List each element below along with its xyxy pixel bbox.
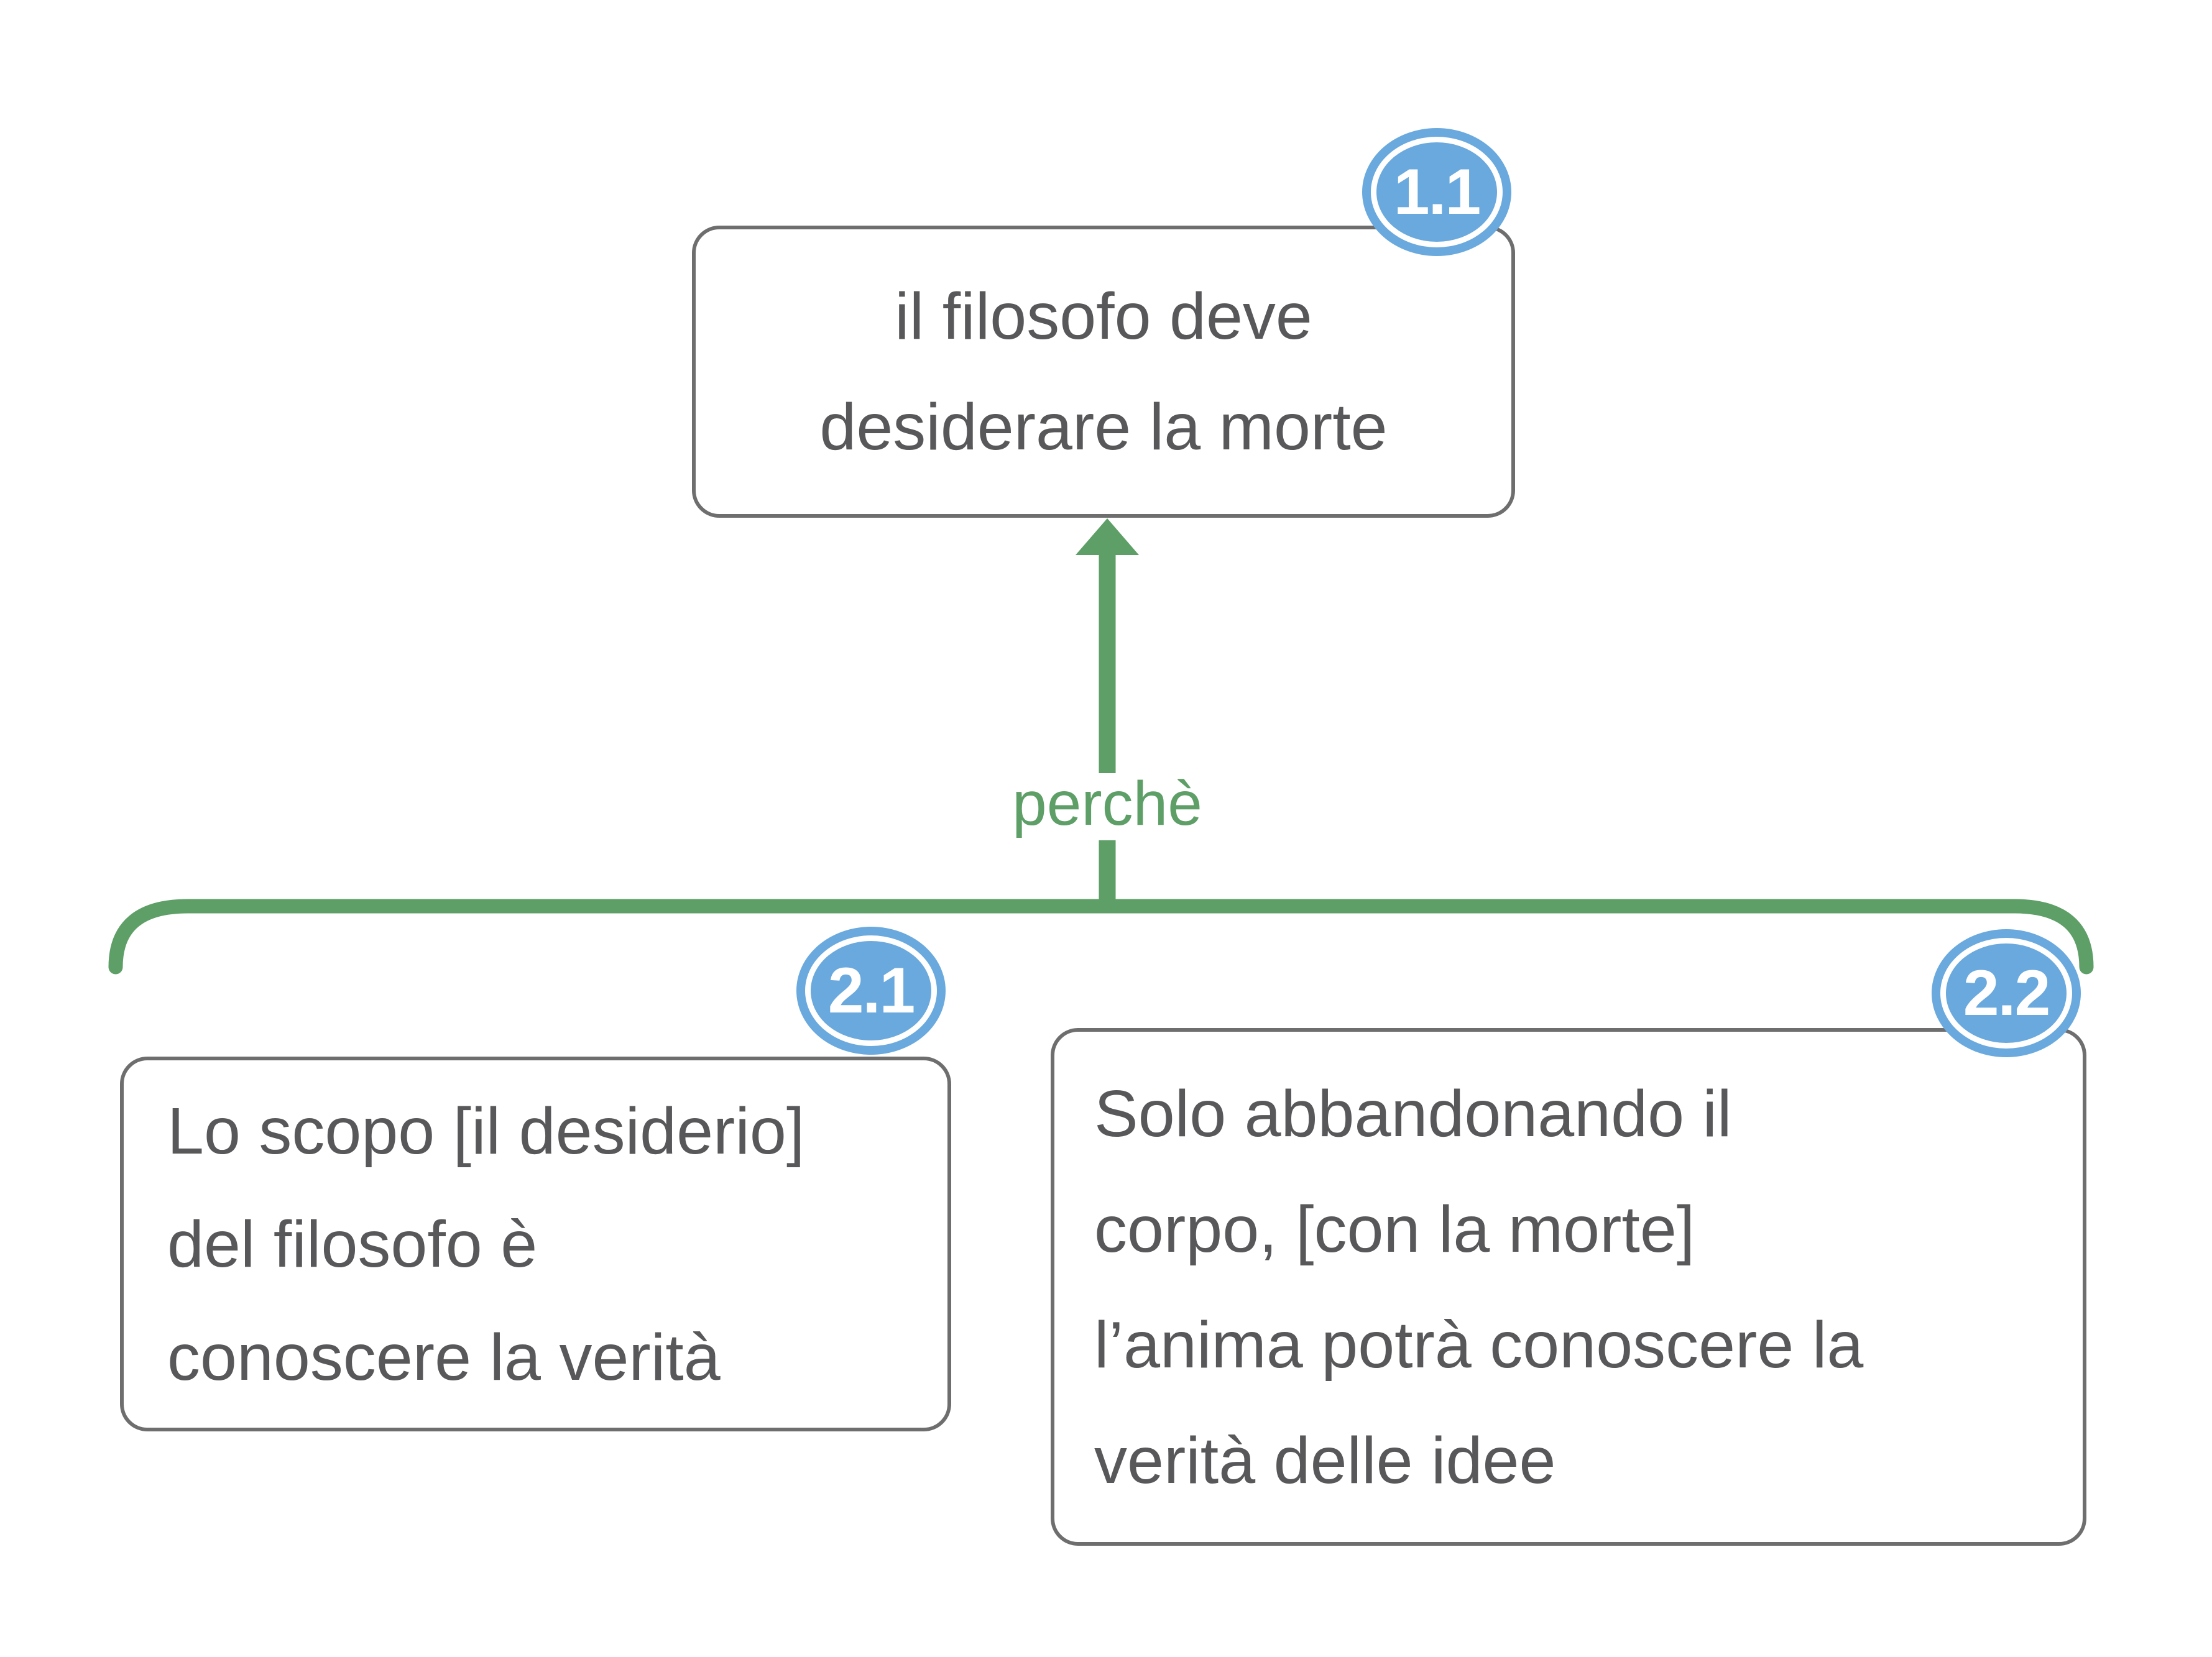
node-claim-badge: 1.1 (1362, 128, 1511, 256)
badge-ring-icon (805, 935, 937, 1046)
node-reason2-badge-label: 2.2 (1963, 957, 2051, 1029)
node-reason2-badge: 2.2 (1932, 929, 2081, 1057)
node-reason1-box[interactable]: Lo scopo [il desiderio] del filosofo è c… (120, 1057, 951, 1431)
node-claim-box[interactable]: il filosofo deve desiderare la morte (692, 226, 1515, 518)
relation-label: perchè (1012, 769, 1202, 838)
badge-ring-icon (1940, 938, 2072, 1049)
node-reason1-text: Lo scopo [il desiderio] del filosofo è c… (167, 1094, 805, 1394)
node-claim-text: il filosofo deve desiderare la morte (819, 280, 1388, 464)
node-reason1-badge-label: 2.1 (827, 954, 916, 1027)
node-claim-badge-label: 1.1 (1393, 155, 1482, 228)
arrow-up-icon (1076, 518, 1139, 555)
node-reason1-badge: 2.1 (796, 927, 946, 1055)
node-reason2-box[interactable]: Solo abbandonando il corpo, [con la mort… (1051, 1028, 2086, 1546)
badge-ring-icon (1371, 137, 1503, 247)
node-reason2-text: Solo abbandonando il corpo, [con la mort… (1094, 1076, 1864, 1497)
bracket-line (108, 899, 2094, 975)
